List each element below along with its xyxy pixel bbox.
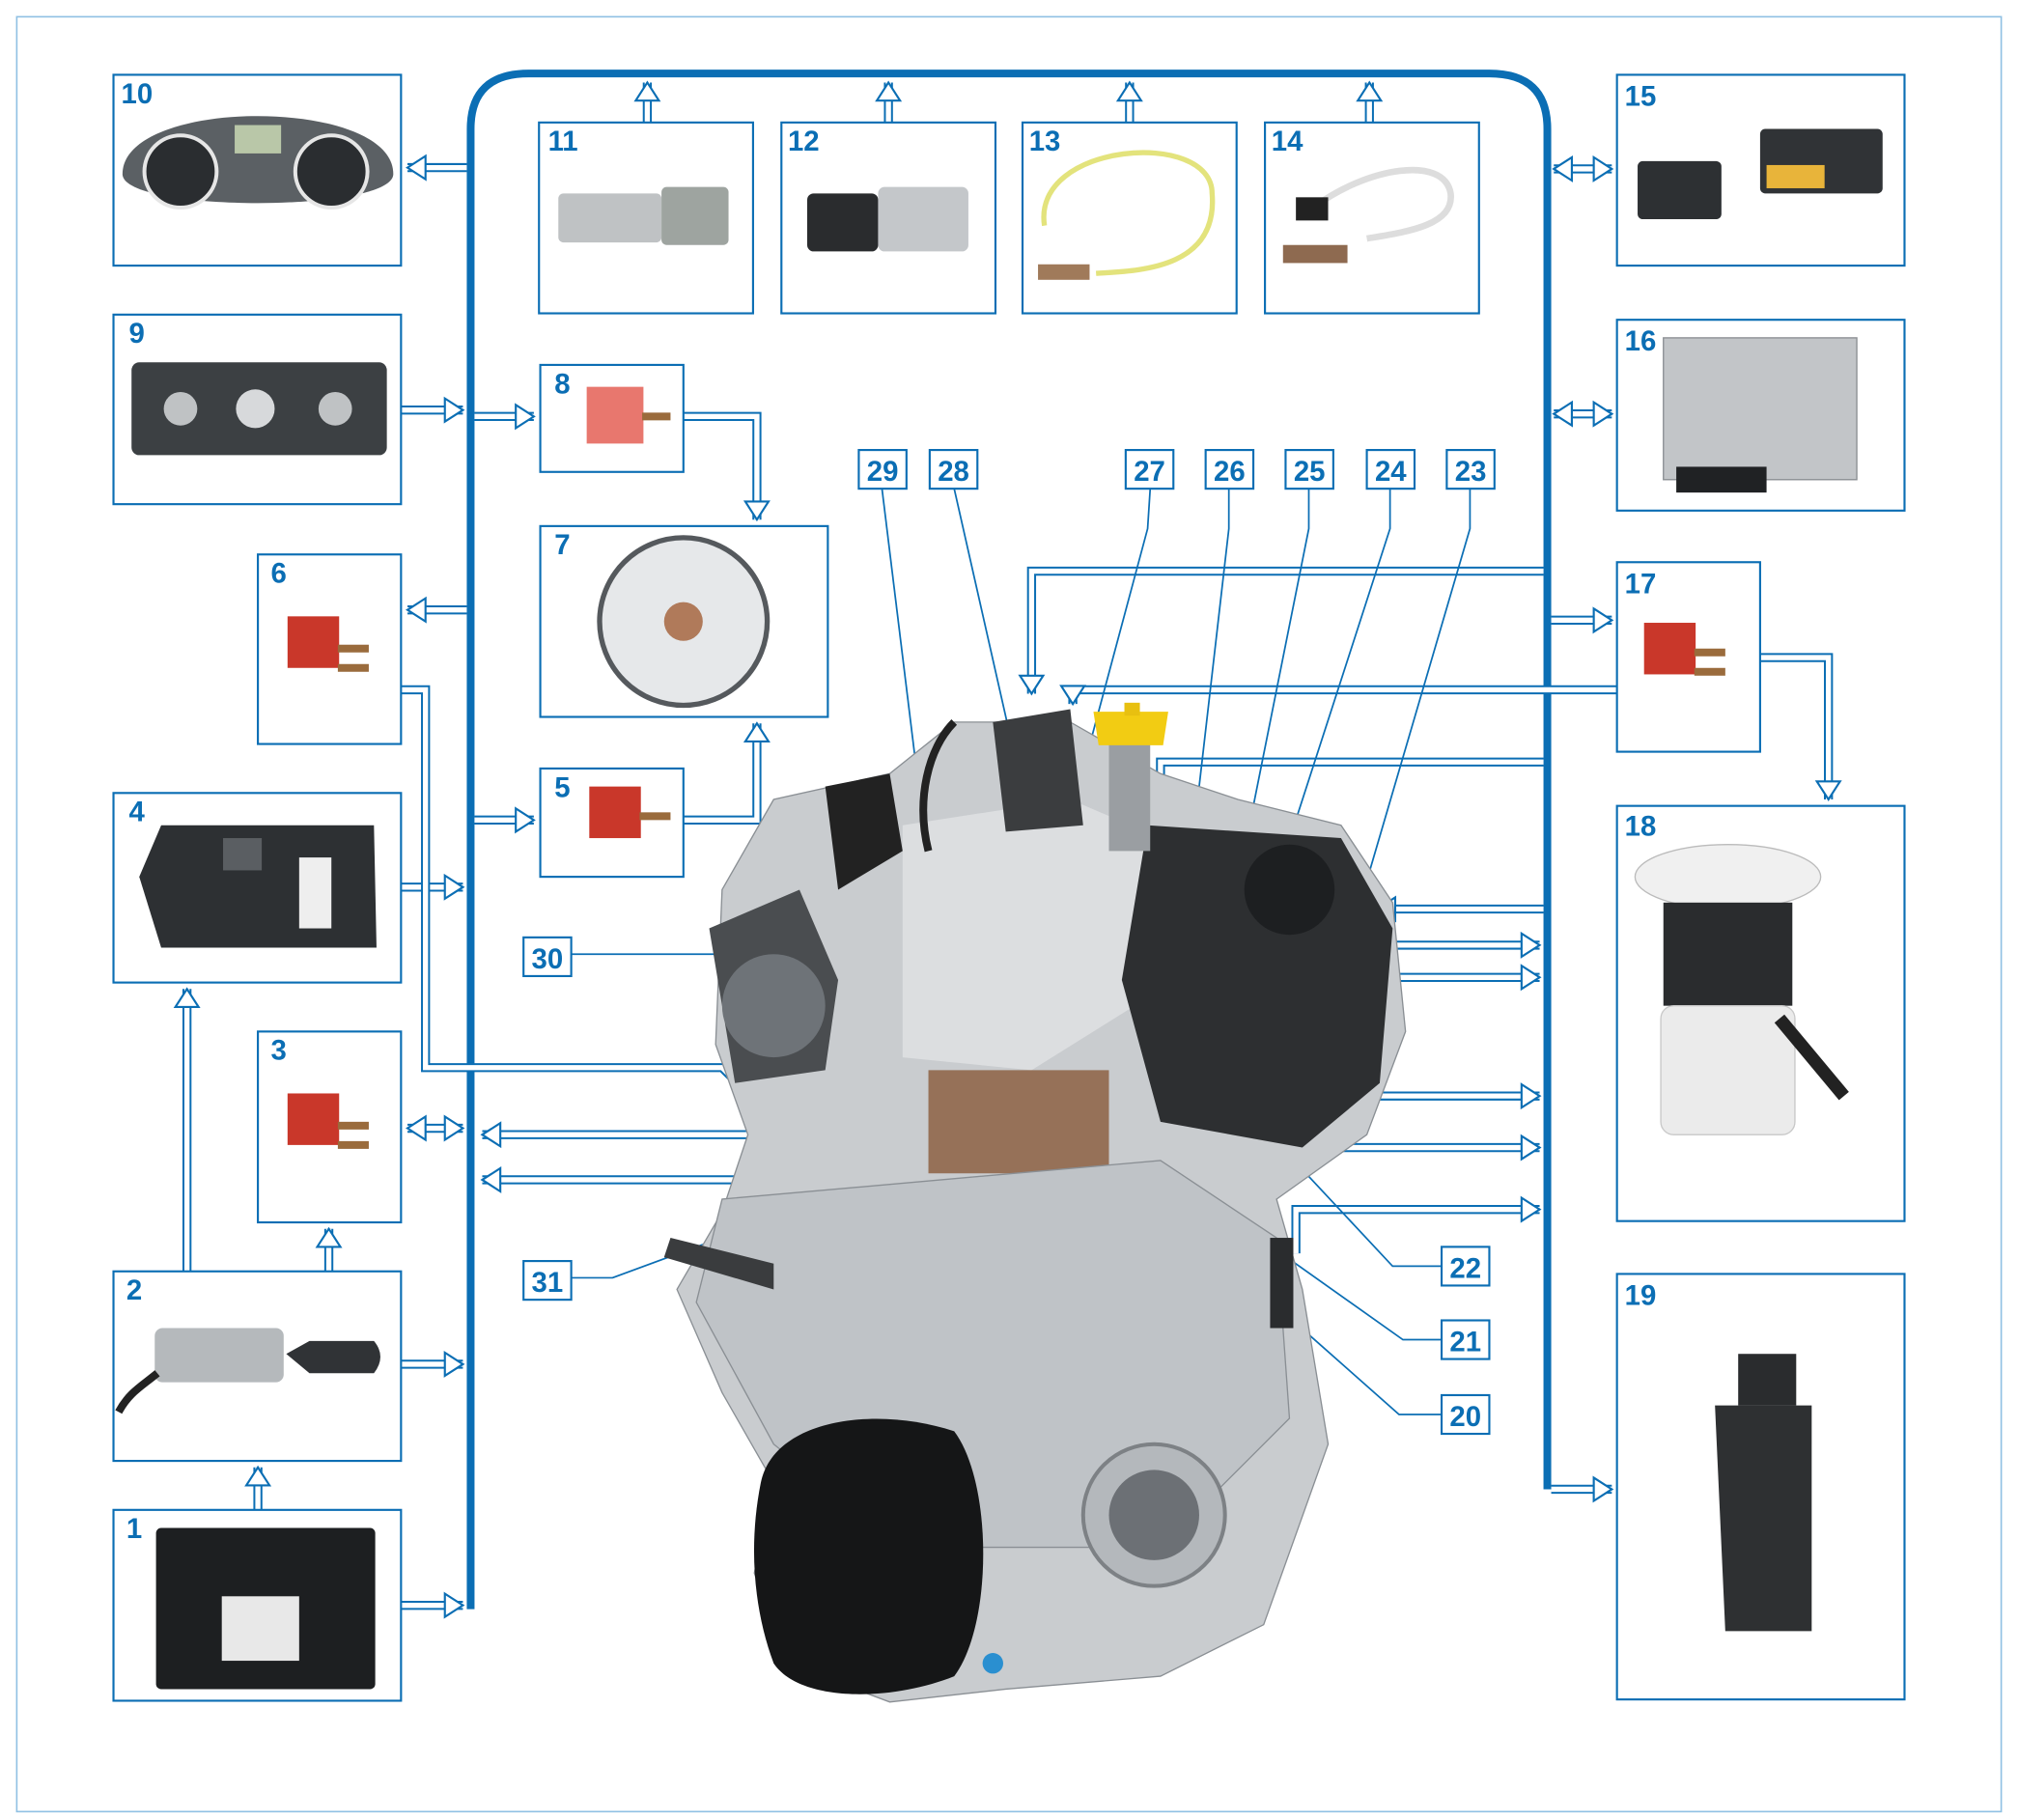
component-number: 1 xyxy=(126,1513,142,1545)
callout-number: 27 xyxy=(1134,456,1165,488)
signal-arrow xyxy=(1115,80,1143,123)
signal-arrow xyxy=(1059,685,1617,707)
callout-number: 23 xyxy=(1455,456,1487,488)
callout-number: 26 xyxy=(1214,456,1246,488)
engine-callouts: 29 28 27 26 25 24 23 30 31 22 21 20 xyxy=(522,449,1496,1436)
callout-number: 31 xyxy=(532,1267,564,1299)
component-2-ignition-switch: 2 xyxy=(112,1270,403,1463)
component-8-relay: 8 xyxy=(539,363,685,473)
callout-number: 30 xyxy=(532,943,564,975)
component-number: 11 xyxy=(548,126,578,157)
signal-arrow xyxy=(401,685,774,1120)
callout-22: 22 xyxy=(1440,1246,1491,1287)
component-18-fuel-pump-module: 18 xyxy=(1615,804,1906,1222)
callout-number: 22 xyxy=(1449,1252,1481,1284)
signal-arrow xyxy=(1759,653,1842,801)
component-number: 5 xyxy=(554,771,570,803)
component-number: 7 xyxy=(554,529,570,561)
signal-arrow xyxy=(406,154,467,182)
component-6-relay: 6 xyxy=(257,553,403,745)
signal-arrow xyxy=(1375,895,1544,923)
control-unit-bus xyxy=(466,70,1552,1610)
signal-arrow xyxy=(1552,154,1614,182)
leader-line xyxy=(1286,1314,1443,1415)
component-number: 12 xyxy=(788,126,820,157)
signal-arrow xyxy=(401,1591,465,1619)
component-16-ecu: 16 xyxy=(1615,319,1906,512)
callout-24: 24 xyxy=(1365,449,1416,490)
component-14-oxygen-sensor: 14 xyxy=(1264,121,1480,315)
component-10-instrument-cluster: 10 xyxy=(112,73,403,267)
component-12-pressure-sensor: 12 xyxy=(780,121,997,315)
outer-frame xyxy=(15,15,2003,1813)
signal-arrow xyxy=(1291,1195,1542,1254)
component-7-cooling-fan: 7 xyxy=(539,524,829,718)
callout-20: 20 xyxy=(1440,1393,1491,1436)
component-11-pressure-sensor: 11 xyxy=(538,121,754,315)
signal-arrow xyxy=(406,596,467,624)
callout-number: 29 xyxy=(867,456,899,488)
component-number: 15 xyxy=(1625,81,1657,113)
component-19-charcoal-canister: 19 xyxy=(1615,1273,1906,1701)
signal-arrow xyxy=(401,396,465,424)
callout-number: 21 xyxy=(1449,1327,1481,1358)
component-number: 14 xyxy=(1272,126,1303,157)
callout-27: 27 xyxy=(1124,449,1175,490)
callout-number: 20 xyxy=(1449,1401,1481,1433)
signal-arrow xyxy=(406,1114,465,1142)
signal-arrow xyxy=(401,1350,465,1378)
component-number: 13 xyxy=(1029,126,1061,157)
component-number: 17 xyxy=(1625,568,1657,600)
signal-arrow xyxy=(1018,566,1544,696)
signal-arrow xyxy=(1552,400,1614,428)
signal-arrow xyxy=(474,806,536,834)
callout-30: 30 xyxy=(522,936,573,978)
component-number: 9 xyxy=(129,318,145,350)
signal-arrow xyxy=(1551,606,1614,634)
callout-number: 28 xyxy=(938,456,969,488)
component-number: 18 xyxy=(1625,810,1657,842)
component-number: 16 xyxy=(1625,325,1657,357)
signal-arrow xyxy=(244,1465,272,1510)
component-9-climate-control-panel: 9 xyxy=(112,313,403,506)
signal-arrow xyxy=(875,80,903,123)
callout-21: 21 xyxy=(1440,1319,1491,1360)
component-15-diagnostic-connector: 15 xyxy=(1615,73,1906,267)
signal-arrow xyxy=(1551,1475,1614,1503)
callout-29: 29 xyxy=(857,449,908,490)
signal-arrow xyxy=(633,80,661,123)
component-number: 2 xyxy=(126,1274,142,1306)
signal-arrow xyxy=(683,721,771,826)
signal-arrow xyxy=(474,403,536,431)
callout-28: 28 xyxy=(928,449,979,490)
callout-31: 31 xyxy=(522,1260,573,1302)
callout-number: 25 xyxy=(1294,456,1326,488)
callout-26: 26 xyxy=(1204,449,1255,490)
callout-25: 25 xyxy=(1284,449,1334,490)
signal-arrow xyxy=(683,411,771,522)
signal-arrow xyxy=(1356,80,1384,123)
component-number: 4 xyxy=(129,797,146,828)
engine-image xyxy=(663,702,1407,1703)
component-number: 8 xyxy=(554,368,570,400)
component-17-relay: 17 xyxy=(1615,561,1761,753)
component-13-oxygen-sensor: 13 xyxy=(1021,121,1238,315)
signal-arrow xyxy=(401,873,465,901)
component-1-battery: 1 xyxy=(112,1508,403,1702)
component-5-relay: 5 xyxy=(539,767,685,879)
component-3-relay: 3 xyxy=(257,1030,403,1224)
component-4-control-box: 4 xyxy=(112,792,403,984)
leader-line xyxy=(1359,489,1471,904)
component-number: 19 xyxy=(1625,1279,1657,1311)
component-number: 10 xyxy=(122,78,154,110)
component-number: 6 xyxy=(270,558,286,590)
component-number: 3 xyxy=(270,1035,286,1067)
callout-number: 24 xyxy=(1375,456,1407,488)
callout-23: 23 xyxy=(1445,449,1496,490)
signal-arrow xyxy=(173,987,201,1272)
signal-arrow xyxy=(315,1226,343,1272)
